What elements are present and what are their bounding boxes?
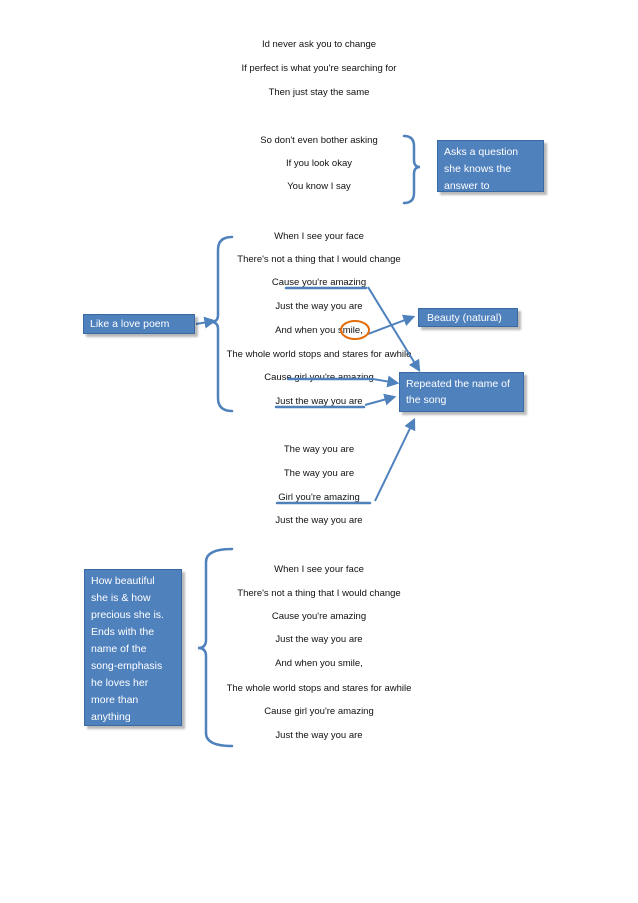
note-line: name of the xyxy=(91,643,147,655)
lyric-line: Just the way you are xyxy=(275,515,363,526)
arrow xyxy=(364,393,397,406)
smile-highlight-circle xyxy=(340,320,370,340)
note-line: anything xyxy=(91,711,131,723)
lyric-line: The way you are xyxy=(283,444,355,455)
left-bracket-chorus-1 xyxy=(210,235,234,413)
lyric-line: Then just stay the same xyxy=(268,87,370,98)
lyric-line: Just the way you are xyxy=(275,730,363,741)
lyric-line: Cause you're amazing xyxy=(271,277,367,288)
note-asks-question: Asks a question she knows the answer to xyxy=(437,140,544,192)
note-line: Repeated the name of xyxy=(406,378,510,390)
arrow xyxy=(367,286,421,373)
lyric-line: Girl you're amazing xyxy=(278,492,360,503)
lyric-line: If perfect is what you're searching for xyxy=(241,63,397,74)
note-line: Asks a question xyxy=(444,146,519,158)
lyric-line: You know I say xyxy=(287,181,351,192)
note-line: she is & how xyxy=(91,592,151,604)
note-repeated-name: Repeated the name of the song xyxy=(399,372,524,412)
lyric-line: Just the way you are xyxy=(275,634,363,645)
lyric-line: And when you smile, xyxy=(275,325,363,336)
lyric-line: If you look okay xyxy=(285,158,352,169)
note-line: she knows the xyxy=(444,163,512,175)
note-line: song-emphasis xyxy=(91,660,163,672)
note-line: precious she is. xyxy=(91,609,164,621)
lyric-line: Just the way you are xyxy=(275,396,363,407)
lyric-line: Id never ask you to change xyxy=(261,39,377,50)
note-line: Ends with the xyxy=(91,626,155,638)
lyric-line: And when you smile, xyxy=(275,658,363,669)
left-bracket-chorus-2 xyxy=(197,547,234,748)
right-brace-verse-2 xyxy=(402,134,421,205)
lyric-line: So don't even bother asking xyxy=(260,135,378,146)
arrow xyxy=(367,314,416,335)
lyric-line: Just the way you are xyxy=(275,301,363,312)
note-line: Beauty (natural) xyxy=(427,312,502,324)
note-line: more than xyxy=(91,694,139,706)
note-line: answer to xyxy=(444,180,490,192)
note-line: Like a love poem xyxy=(90,318,170,330)
note-line: he loves her xyxy=(91,677,149,689)
lyric-line: The way you are xyxy=(283,468,355,479)
arrow xyxy=(195,316,217,329)
arrow xyxy=(372,375,400,388)
lyric-line: There's not a thing that I would change xyxy=(237,588,401,599)
lyric-line: When I see your face xyxy=(274,231,364,242)
arrow xyxy=(374,417,416,502)
note-like-love-poem: Like a love poem xyxy=(83,314,195,334)
lyric-line: Cause girl you're amazing xyxy=(264,372,374,383)
lyric-line: Cause you're amazing xyxy=(271,611,367,622)
lyric-line: The whole world stops and stares for awh… xyxy=(226,683,412,694)
lyric-line: There's not a thing that I would change xyxy=(237,254,401,265)
note-line: the song xyxy=(406,394,447,406)
note-beauty-natural: Beauty (natural) xyxy=(418,308,518,327)
lyric-line: Cause girl you're amazing xyxy=(264,706,374,717)
lyric-line: The whole world stops and stares for awh… xyxy=(226,349,412,360)
note-how-beautiful: How beautiful she is & how precious she … xyxy=(84,569,182,726)
note-line: How beautiful xyxy=(91,575,155,587)
lyric-line: When I see your face xyxy=(274,564,364,575)
